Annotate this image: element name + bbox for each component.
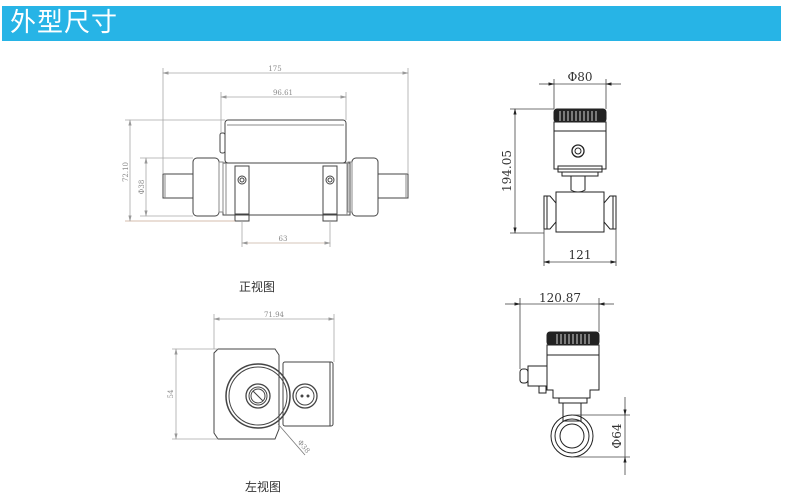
clamp-right [322,165,338,222]
body-tube [222,162,351,216]
dim-housing-length: 96.61 [273,89,293,97]
meter-front-dimensions [510,79,621,266]
front-view-dimensions [125,68,409,247]
front-view [162,119,409,222]
dim-left-width: 71.94 [264,311,285,319]
flange-plate [213,348,280,440]
left-pipe [162,173,194,199]
dim-meter-height: 194.05 [500,150,514,192]
housing [224,119,347,164]
connector [292,383,318,409]
meter-head [553,121,607,170]
housing-side [282,361,334,427]
section-header: 外型尺寸 [2,6,781,41]
dim-overall-length: 175 [268,65,281,73]
dim-height: 72.10 [122,162,130,182]
cable-gland [519,368,529,384]
pipe-ring-outer [225,363,291,429]
meter-side-view [519,331,600,458]
right-flange [351,157,379,217]
clamp-left [234,165,250,222]
front-view-caption: 正视图 [239,279,275,294]
dim-left-height: 54 [167,389,175,398]
left-view-caption: 左视图 [245,479,281,494]
dim-pipe-diameter: Φ64 [610,423,624,448]
meter-front-view [543,108,617,233]
dim-side-width: 120.87 [539,291,581,305]
connector-stub [219,132,226,154]
dim-clamp-spacing: 63 [279,235,288,243]
dim-head-diameter: Φ80 [567,70,592,84]
left-flange [192,157,220,217]
left-view-dimensions [172,314,335,456]
pipe-body [555,191,605,233]
dim-diameter: Φ38 [138,180,146,195]
section-title: 外型尺寸 [10,8,119,38]
left-view [213,348,334,440]
dim-meter-length: 121 [569,248,592,262]
meter-side-dimensions [505,298,630,475]
right-pipe [377,173,409,199]
